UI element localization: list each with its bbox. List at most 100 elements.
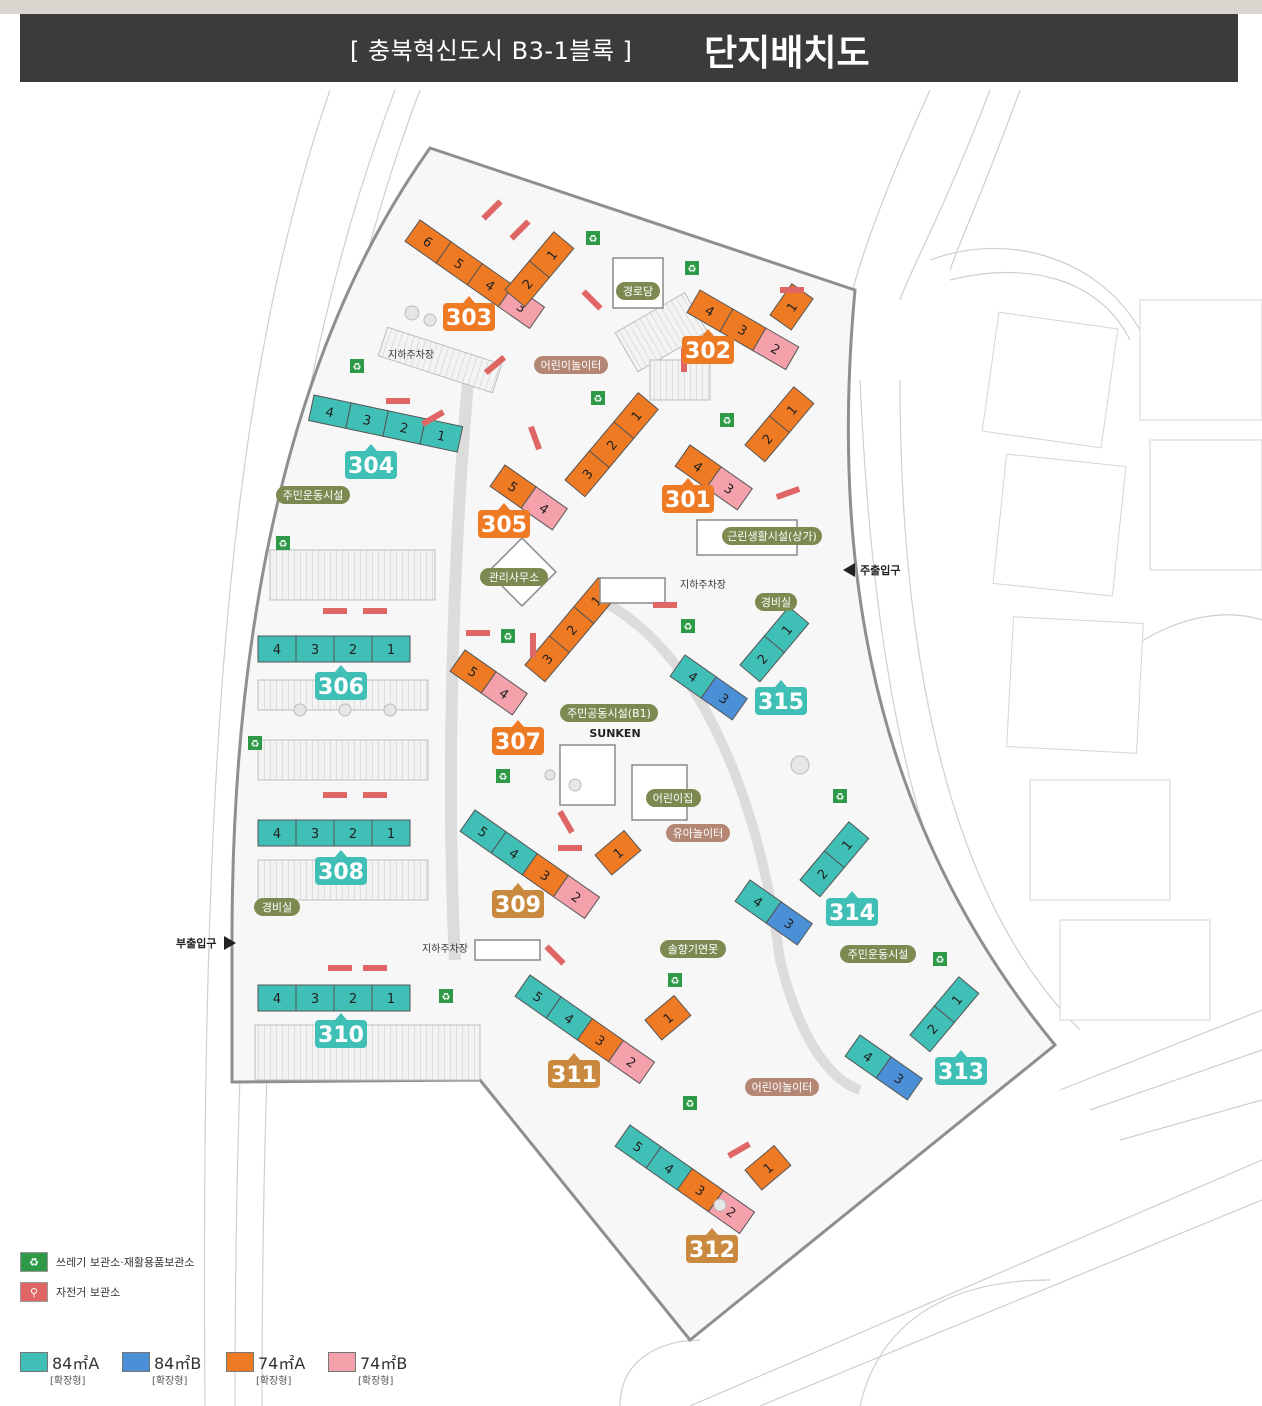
building-wing-d309b: 1 — [594, 829, 642, 876]
label-underground-parking-2: 지하주차장 — [680, 578, 726, 591]
dong-tag-307: 307 — [492, 720, 544, 755]
recycle-icon: ♻ — [685, 261, 699, 275]
building-wing-d313: 43 — [844, 1034, 923, 1101]
recycle-icon: ♻ — [248, 736, 262, 750]
svg-text:♻: ♻ — [688, 264, 697, 275]
bike-rack — [653, 602, 677, 608]
dong-tag-314: 314 — [826, 891, 878, 926]
dong-number: 305 — [481, 513, 527, 538]
recycle-icon: ♻ — [591, 391, 605, 405]
building-wing-d301b: 21 — [744, 386, 815, 463]
sub-entrance: 부출입구 — [176, 936, 236, 950]
svg-text:♻: ♻ — [442, 992, 451, 1003]
unit-block: 3 — [765, 901, 813, 946]
unit-block: 1 — [371, 984, 411, 1012]
bike-rack — [323, 608, 347, 614]
recycle-icon: ♻ — [276, 536, 290, 550]
recycle-markers: ♻♻♻♻♻♻♻♻♻♻♻♻♻♻♻ — [248, 231, 947, 1110]
svg-text:솔향기연못: 솔향기연못 — [668, 943, 719, 956]
label-pond: 솔향기연못 — [660, 940, 726, 958]
recycle-icon: ♻ — [681, 619, 695, 633]
bike-rack — [481, 199, 503, 221]
dong-tag-304: 304 — [345, 444, 397, 479]
svg-text:♻: ♻ — [594, 394, 603, 405]
bike-rack — [323, 792, 347, 798]
recycle-icon: ♻ — [720, 413, 734, 427]
svg-text:유아놀이터: 유아놀이터 — [673, 827, 724, 840]
unit-block: 1 — [419, 418, 464, 453]
building-wing-d314: 43 — [734, 879, 813, 946]
svg-text:경로당: 경로당 — [623, 285, 653, 298]
unit-block: 1 — [823, 821, 870, 869]
label-community-b1: 주민공동시설(B1) — [560, 704, 658, 722]
building-wing-d302b: 1 — [769, 283, 814, 331]
dong-tag-312: 312 — [686, 1228, 738, 1263]
svg-text:2: 2 — [349, 643, 357, 658]
bike-rack — [775, 486, 801, 500]
swatch-74b — [328, 1352, 356, 1372]
svg-text:주민공동시설(B1): 주민공동시설(B1) — [567, 707, 651, 720]
unit-block: 4 — [480, 671, 528, 716]
svg-text:4: 4 — [273, 643, 281, 658]
block-subtitle: [ 충북혁신도시 B3-1블록 ] — [350, 37, 633, 65]
bike-rack — [421, 409, 445, 427]
building-wing-d306: 4 3 2 1 — [257, 635, 411, 663]
recycle-icon: ♻ — [20, 1252, 48, 1272]
facility-labels: 경로당 어린이놀이터 주민운동시설 관리사무소 근린생활시설(상가) 경비실 주… — [254, 282, 916, 1096]
unit-block: 3 — [705, 466, 753, 511]
svg-text:♻: ♻ — [504, 632, 513, 643]
svg-text:관리사무소: 관리사무소 — [489, 571, 540, 584]
unit-block: 2 — [739, 635, 786, 683]
svg-text:4: 4 — [273, 827, 281, 842]
svg-text:♻: ♻ — [836, 792, 845, 803]
building-wing-d301: 43 — [674, 444, 753, 511]
svg-text:♻: ♻ — [723, 416, 732, 427]
svg-text:1: 1 — [387, 643, 395, 658]
unit-block: 2 — [588, 421, 635, 469]
building-wing-d313b: 21 — [909, 976, 980, 1053]
dong-tag-301: 301 — [662, 478, 714, 513]
svg-text:3: 3 — [311, 643, 319, 658]
unit-block: 3 — [295, 984, 335, 1012]
page-title: 단지배치도 — [704, 33, 870, 74]
svg-text:♻: ♻ — [686, 1099, 695, 1110]
label-neighborhood-shops: 근린생활시설(상가) — [722, 527, 822, 545]
building-wing-d303b: 21 — [504, 231, 575, 308]
unit-block: 2 — [504, 260, 551, 308]
svg-text:3: 3 — [361, 413, 372, 429]
bike-rack — [581, 289, 603, 311]
unit-block: 3 — [875, 1056, 923, 1101]
recycle-icon: ♻ — [833, 789, 847, 803]
label-resident-gym-1: 주민운동시설 — [276, 486, 350, 504]
unit-block: 5 — [614, 1124, 662, 1169]
dong-tag-313: 313 — [935, 1050, 987, 1085]
svg-text:경비실: 경비실 — [761, 596, 791, 609]
dong-tag-302: 302 — [682, 329, 734, 364]
svg-text:3: 3 — [311, 992, 319, 1007]
svg-text:♻: ♻ — [684, 622, 693, 633]
legend-recycle: ♻ 쓰레기 보관소·재활용품보관소 — [20, 1252, 195, 1272]
svg-text:4: 4 — [273, 992, 281, 1007]
dong-number: 307 — [495, 730, 541, 755]
svg-text:4: 4 — [324, 405, 335, 421]
bike-rack — [530, 633, 536, 657]
svg-text:경비실: 경비실 — [262, 901, 292, 914]
svg-text:♻: ♻ — [353, 362, 362, 373]
svg-text:2: 2 — [349, 827, 357, 842]
swatch-84b — [122, 1352, 150, 1372]
unit-block: 4 — [257, 635, 297, 663]
dong-tag-311: 311 — [548, 1053, 600, 1088]
dong-number: 311 — [551, 1063, 597, 1088]
unit-block: 2 — [333, 984, 373, 1012]
svg-text:근린생활시설(상가): 근린생활시설(상가) — [727, 529, 817, 543]
dong-number: 313 — [938, 1060, 984, 1085]
bike-rack — [483, 354, 507, 376]
svg-text:2: 2 — [398, 421, 409, 437]
unit-block: 2 — [333, 635, 373, 663]
parking-ramp-2 — [474, 939, 541, 961]
